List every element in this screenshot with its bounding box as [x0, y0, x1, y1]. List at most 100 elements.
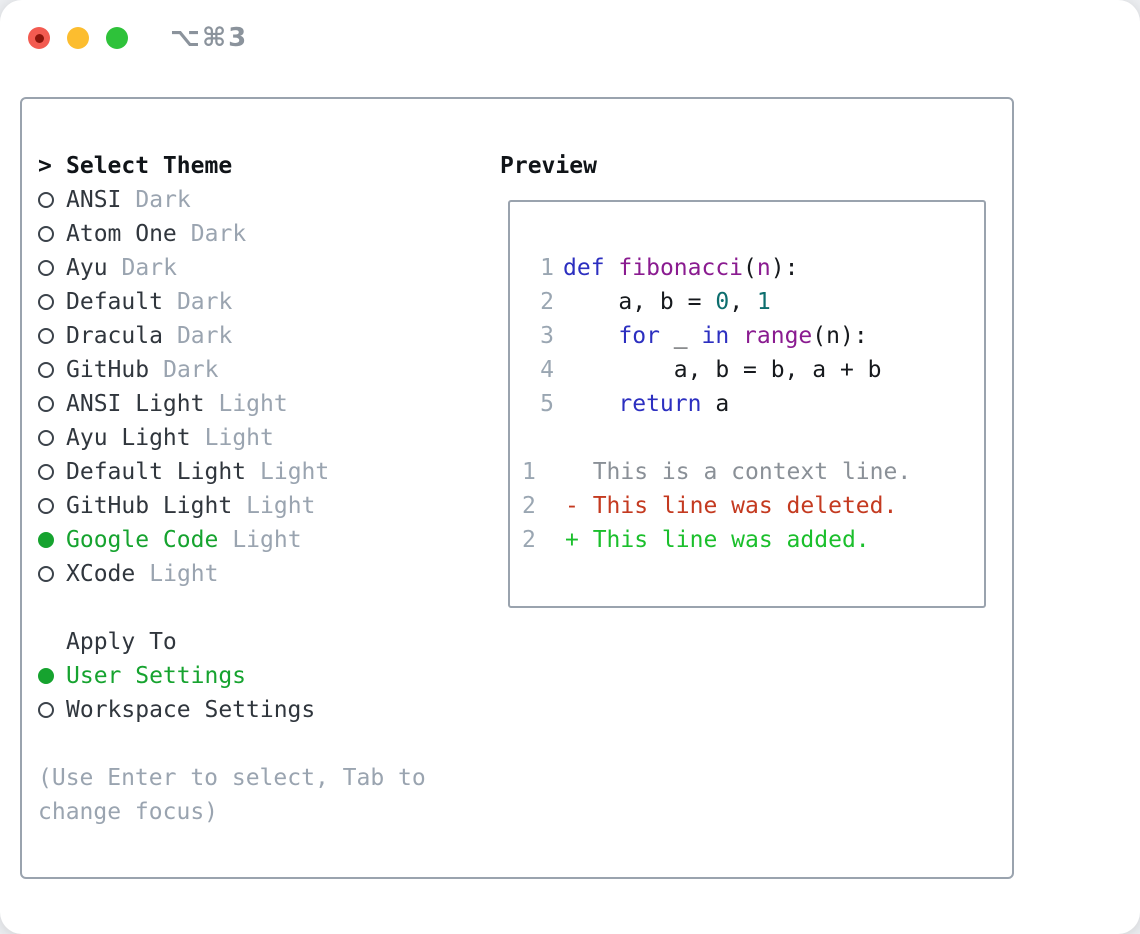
spacer	[38, 591, 478, 625]
preview-line	[520, 421, 984, 455]
code-token-fn: n	[756, 255, 771, 281]
radio-cell	[38, 702, 66, 718]
theme-name: Atom One	[66, 221, 177, 247]
code-token-pl: ,	[729, 289, 757, 315]
radio-cell	[38, 328, 66, 344]
line-content: - This line was deleted.	[565, 489, 897, 523]
code-token-kw: return	[618, 391, 702, 417]
help-text: (Use Enter to select, Tab to change focu…	[38, 765, 426, 825]
theme-option-ayu-light-light[interactable]: Ayu Light Light	[38, 421, 478, 455]
line-number: 1	[522, 459, 536, 485]
code-token-lit: 1	[756, 289, 771, 315]
radio-cell	[38, 226, 66, 242]
prompt-icon: >	[38, 153, 52, 179]
theme-name: Default	[66, 289, 163, 315]
apply-to-header-row: Apply To	[38, 625, 478, 659]
code-token-fn: fibonacci	[618, 255, 744, 281]
radio-cell	[38, 668, 66, 684]
line-content: def fibonacci(n):	[563, 251, 798, 285]
radio-cell	[38, 498, 66, 514]
theme-variant: Dark	[163, 357, 219, 383]
line-number	[520, 421, 554, 455]
preview-line: 2 + This line was added.	[520, 523, 984, 557]
line-number: 2	[522, 527, 536, 553]
line-content: a, b = 0, 1	[563, 285, 771, 319]
radio-cell	[38, 192, 66, 208]
theme-name: Ayu Light	[66, 425, 191, 451]
theme-option-default-dark[interactable]: Default Dark	[38, 285, 478, 319]
line-content: for _ in range(n):	[563, 319, 868, 353]
code-token-pl	[605, 255, 619, 281]
code-token-fn: range	[743, 323, 813, 349]
code-token-kw: in	[701, 323, 730, 349]
line-number: 2	[540, 289, 554, 315]
preview-title: Preview	[500, 153, 597, 179]
theme-variant: Dark	[176, 289, 233, 315]
traffic-lights	[28, 27, 128, 49]
theme-name: GitHub	[66, 357, 150, 383]
theme-name: ANSI Light	[66, 391, 205, 417]
theme-variant: Dark	[176, 323, 233, 349]
code-token-pl	[729, 323, 743, 349]
theme-name: GitHub Light	[66, 493, 233, 519]
minimize-button[interactable]	[67, 27, 89, 49]
preview-line: 1 def fibonacci(n):	[520, 251, 984, 285]
line-content: + This line was added.	[565, 523, 870, 557]
apply-option-user-settings[interactable]: User Settings	[38, 659, 478, 693]
zoom-button[interactable]	[106, 27, 128, 49]
title-bar: ⌥⌘3	[0, 0, 1140, 76]
theme-option-github-dark[interactable]: GitHub Dark	[38, 353, 478, 387]
preview-line: 1 This is a context line.	[520, 455, 984, 489]
apply-option-label: Workspace Settings	[66, 697, 316, 723]
code-token-add: + This line was added.	[565, 527, 870, 553]
radio-icon	[38, 362, 54, 378]
line-number: 3	[540, 323, 554, 349]
preview-line: 2 a, b = 0, 1	[520, 285, 984, 319]
radio-icon	[38, 566, 54, 582]
radio-icon	[38, 192, 54, 208]
window-title: ⌥⌘3	[170, 23, 249, 53]
radio-cell	[38, 396, 66, 412]
select-theme-title: Select Theme	[66, 153, 233, 179]
radio-cell	[38, 566, 66, 582]
line-number: 5	[540, 391, 554, 417]
close-button-dot-icon	[34, 33, 44, 43]
code-token-lit: 0	[715, 289, 730, 315]
theme-name: Ayu	[66, 255, 108, 281]
radio-icon	[38, 702, 54, 718]
close-button[interactable]	[28, 27, 50, 49]
apply-to-title: Apply To	[66, 629, 177, 655]
selected-radio-icon	[38, 668, 54, 684]
radio-cell	[38, 260, 66, 276]
radio-cell	[38, 464, 66, 480]
theme-name: Google Code	[66, 527, 219, 553]
apply-option-label: User Settings	[66, 663, 247, 689]
theme-variant: Light	[204, 425, 274, 451]
spacer	[38, 727, 478, 761]
theme-name: Default Light	[66, 459, 247, 485]
apply-option-workspace-settings[interactable]: Workspace Settings	[38, 693, 478, 727]
preview-line: 4 a, b = b, a + b	[520, 353, 984, 387]
radio-cell	[38, 532, 66, 548]
theme-variant: Dark	[135, 187, 191, 213]
code-token-pl: ):	[770, 255, 799, 281]
code-token-pl: (n):	[812, 323, 868, 349]
preview-line: 5 return a	[520, 387, 984, 421]
radio-icon	[38, 294, 54, 310]
line-number: 1	[540, 255, 554, 281]
selected-radio-icon	[38, 532, 54, 548]
